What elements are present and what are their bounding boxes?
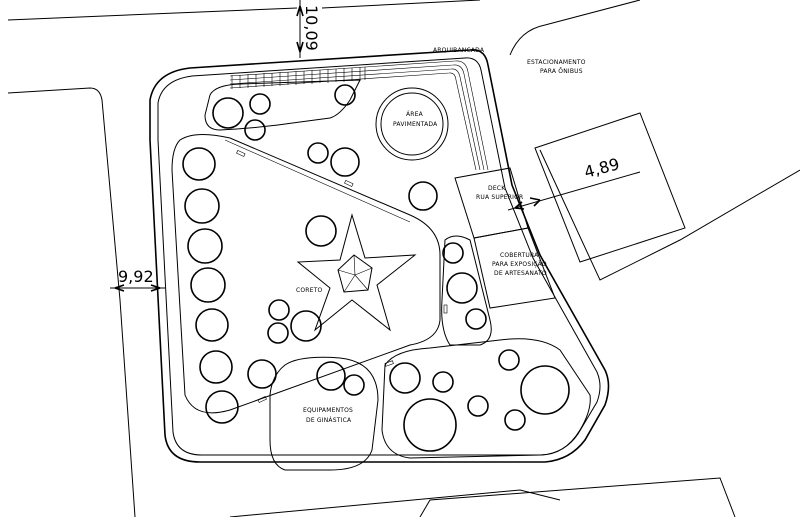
tree [465, 308, 487, 330]
dimension-right: 4,89 [507, 154, 641, 211]
bandstand-roof-ribs [337, 254, 373, 293]
right-block-edge [509, 0, 641, 56]
tree [467, 395, 489, 417]
label-estacionamento-1: ESTACIONAMENTO [527, 59, 586, 66]
label-cobertura-3: DE ARTESANATO [494, 270, 547, 277]
tree [187, 228, 223, 264]
bottom-left-block-edge [229, 489, 561, 517]
park-inner-border [157, 57, 601, 456]
label-estacionamento-2: PARA ÔNIBUS [540, 68, 583, 75]
tree [184, 188, 220, 224]
label-deck-2: RUA SUPERIOR [476, 194, 523, 201]
tree [307, 142, 329, 164]
park-boundary [149, 48, 610, 463]
tree [498, 349, 520, 371]
tree [305, 215, 337, 247]
bandstand-star [296, 213, 417, 332]
tree [403, 398, 457, 452]
tree [442, 242, 464, 264]
right-garden-bed [441, 235, 492, 346]
label-area-1: ÁREA [406, 111, 424, 118]
tree [182, 147, 216, 181]
exhibition-cover [473, 227, 556, 309]
bench [236, 150, 246, 157]
surrounding-blocks [7, 0, 800, 517]
trees [182, 84, 570, 452]
bleachers-step-3 [229, 68, 481, 171]
tree [520, 365, 570, 415]
bleachers-seats [231, 67, 366, 89]
label-cobertura-1: COBERTURA [500, 252, 539, 259]
label-equipamentos-1: EQUIPAMENTOS [303, 407, 353, 414]
bleachers-step-4 [229, 72, 477, 171]
bandstand-roof [337, 254, 373, 293]
dimension-right-value: 4,89 [582, 154, 621, 182]
top-right-block-edge [321, 0, 481, 9]
tree [290, 310, 322, 342]
tree [205, 390, 239, 424]
left-block-edge [7, 87, 136, 517]
label-deck-1: DECK [488, 185, 506, 192]
dimension-left-arrow [114, 284, 161, 292]
gym-area [269, 356, 379, 471]
bleachers-step-1 [229, 60, 489, 171]
label-cobertura-2: PARA EXPOSIÇÃO [492, 261, 547, 268]
dimension-top-arrow [296, 5, 304, 53]
deck [454, 167, 529, 239]
dimension-top-value: 10,09 [302, 5, 321, 51]
paved-area-inner-ring [380, 92, 444, 156]
tree [432, 371, 454, 393]
labels: ARQUIBANCADA ESTACIONAMENTO PARA ÔNIBUS … [296, 47, 586, 424]
dimension-left: 9,92 [110, 267, 165, 292]
tree [389, 362, 421, 394]
tree [408, 181, 438, 211]
paved-area [375, 87, 449, 161]
paved-area-outer-ring [375, 87, 449, 161]
dimension-left-value: 9,92 [118, 267, 154, 286]
label-coreto: CORETO [296, 287, 323, 294]
tree [343, 374, 365, 396]
bleachers-step-2 [229, 64, 485, 171]
tree [244, 119, 266, 141]
tree [268, 299, 290, 321]
tree [199, 350, 233, 384]
triangle-garden-bed [171, 134, 441, 414]
tree [249, 93, 271, 115]
tree [316, 361, 346, 391]
bus-parking-lot [534, 112, 686, 263]
tree [504, 409, 526, 431]
tree [267, 322, 289, 344]
tree [334, 84, 356, 106]
dimension-top: 10,09 [296, 0, 321, 58]
lower-right-garden-bed [381, 338, 591, 459]
dimension-right-arrow [514, 197, 541, 210]
benches [236, 150, 448, 403]
label-area-2: PAVIMENTADA [393, 121, 438, 128]
tree [446, 272, 478, 304]
bleachers [229, 60, 489, 171]
bench [443, 304, 448, 314]
label-arquibancada: ARQUIBANCADA [433, 47, 485, 54]
tree [247, 359, 277, 389]
park-outer-border [149, 48, 610, 463]
upper-garden-bed [204, 79, 361, 131]
dimension-right-line [507, 171, 641, 211]
right-block-lower-edge [539, 149, 800, 281]
bandstand [296, 213, 417, 332]
tree [195, 308, 229, 342]
upper-path-edge [224, 139, 411, 223]
bottom-right-block-edge [419, 477, 736, 517]
label-equipamentos-2: DE GINÁSTICA [306, 417, 352, 424]
tree [190, 267, 226, 303]
tree [212, 97, 244, 129]
tree [330, 147, 360, 177]
bench [384, 360, 394, 367]
bench [257, 396, 267, 403]
top-left-block-edge [7, 7, 298, 21]
bench [344, 180, 354, 187]
